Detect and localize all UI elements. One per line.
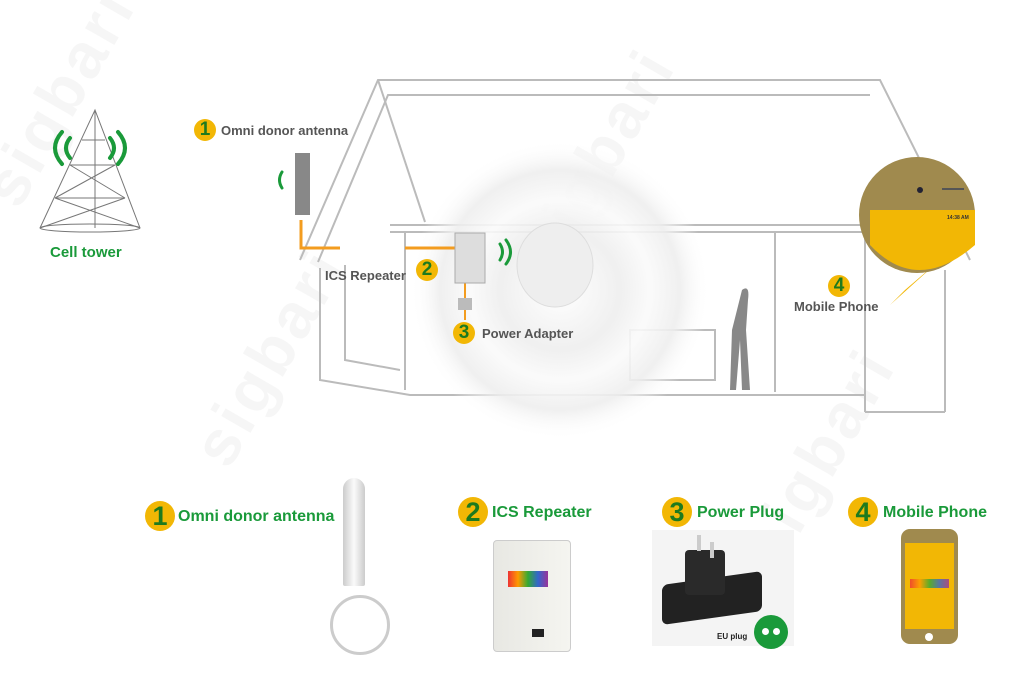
product-badge-2: 2 (458, 497, 488, 527)
eu-plug-icon (754, 615, 788, 649)
repeater-image (454, 232, 486, 284)
repeater-product-image (493, 540, 571, 652)
adapter-label: Power Adapter (482, 326, 574, 341)
product-badge-4: 4 (848, 497, 878, 527)
product-label-phone: Mobile Phone (883, 504, 987, 521)
product-label-plug: Power Plug (697, 504, 785, 521)
signal-wave-icon (53, 130, 512, 266)
antenna-image (295, 153, 310, 215)
antenna-product-image (343, 478, 365, 586)
product-label-repeater: ICS Repeater (492, 504, 592, 521)
product-badge-3: 3 (662, 497, 692, 527)
eu-plug-label: EU plug (717, 632, 748, 641)
step-badge-2: 2 (416, 259, 438, 281)
product-badge-1: 1 (145, 501, 175, 531)
step-badge-3: 3 (453, 322, 475, 344)
cell-tower-icon (39, 108, 141, 233)
phone-label: Mobile Phone (794, 299, 879, 314)
person-silhouette (730, 288, 750, 390)
antenna-label: Omni donor antenna (221, 123, 349, 138)
power-plug-image: EU plug (652, 530, 794, 649)
product-label-antenna: Omni donor antenna (178, 508, 335, 525)
adapter-image (458, 298, 472, 310)
sigbari-logo (508, 571, 548, 587)
phone-product-image (901, 529, 958, 644)
phone-time: 14:38 AM (947, 215, 969, 221)
repeater-label: ICS Repeater (325, 268, 406, 283)
antenna-cable-coil (330, 595, 390, 655)
step-badge-4: 4 (828, 275, 850, 297)
repeater-port (532, 629, 544, 637)
step-badge-1: 1 (194, 119, 216, 141)
cell-tower-label: Cell tower (50, 244, 122, 261)
